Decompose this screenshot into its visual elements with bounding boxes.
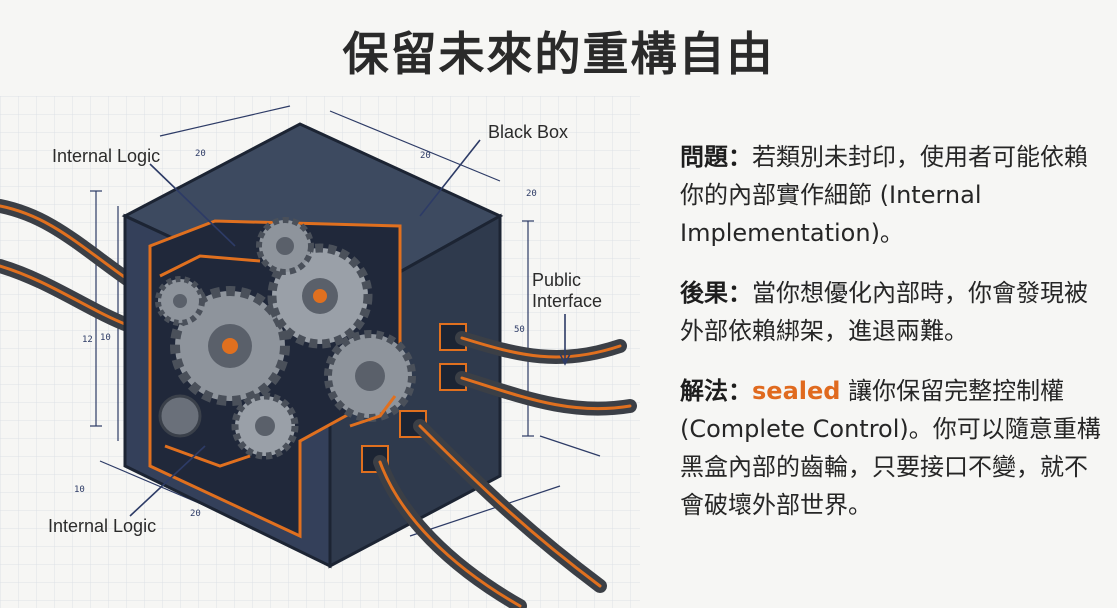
slide-title: 保留未來的重構自由	[342, 27, 775, 81]
dimension-mark: 20	[195, 149, 206, 159]
consequence-paragraph: 後果：當你想優化內部時，你會發現被外部依賴綁架，進退兩難。	[680, 274, 1105, 350]
solution-paragraph: 解法：sealed 讓你保留完整控制權 (Complete Control)。你…	[680, 372, 1105, 524]
public-interface-line: Interface	[532, 291, 603, 311]
solution-text: 讓你保留完整控制權 (Complete Control)。你可以隨意重構黑盒內部…	[680, 377, 1101, 519]
dimension-mark: 10	[100, 333, 111, 343]
public-interface-label: Public Interface	[532, 270, 602, 312]
problem-text: 若類別未封印，使用者可能依賴你的內部實作細節 (Internal Impleme…	[680, 143, 1088, 247]
black-box-diagram: 20 20 50 10 12 20 10 20	[0, 96, 640, 608]
gear	[231, 392, 299, 460]
internal-logic-top-label: Internal Logic	[52, 146, 161, 166]
left-cables	[0, 199, 137, 333]
black-box-label: Black Box	[488, 122, 569, 142]
dimension-mark: 10	[74, 485, 85, 495]
problem-heading: 問題：	[680, 143, 752, 171]
explanation-panel: 問題：若類別未封印，使用者可能依賴你的內部實作細節 (Internal Impl…	[680, 138, 1105, 546]
sealed-keyword: sealed	[752, 377, 841, 405]
callout-leaders	[129, 139, 571, 517]
dimension-mark: 12	[82, 335, 93, 345]
motor-cylinder	[158, 394, 202, 438]
dimension-mark: 20	[526, 189, 537, 199]
gear	[155, 276, 205, 326]
gear	[324, 330, 416, 422]
consequence-heading: 後果：	[680, 279, 752, 307]
dimension-marks: 20 20 50 10 12 20 10 20	[74, 149, 537, 519]
internal-wires	[159, 254, 397, 468]
dimension-mark: 50	[514, 325, 525, 335]
gear	[170, 286, 290, 406]
solution-heading: 解法：	[680, 377, 752, 405]
internal-gears	[155, 217, 416, 460]
gear	[256, 217, 314, 275]
internal-logic-bottom-label: Internal Logic	[48, 516, 157, 536]
dimension-mark: 20	[190, 509, 201, 519]
dimension-mark: 20	[420, 151, 431, 161]
right-cables	[373, 331, 637, 608]
consequence-text: 當你想優化內部時，你會發現被外部依賴綁架，進退兩難。	[680, 279, 1088, 345]
problem-paragraph: 問題：若類別未封印，使用者可能依賴你的內部實作細節 (Internal Impl…	[680, 138, 1105, 252]
public-interface-line: Public	[532, 270, 582, 290]
black-box-illustration: 20 20 50 10 12 20 10 20	[0, 96, 640, 608]
